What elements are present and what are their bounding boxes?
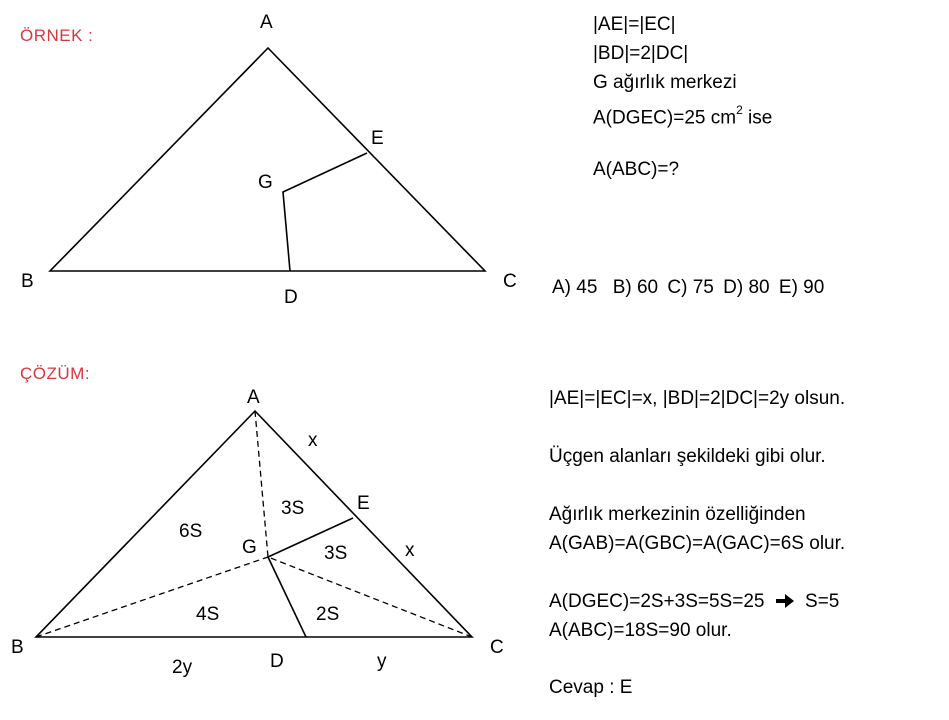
solution-step-2: Üçgen alanları şekildeki gibi olur. [549, 446, 826, 467]
example-label-g: G [258, 172, 273, 193]
example-label-d: D [284, 287, 298, 308]
segment-label-bd: 2y [172, 657, 193, 678]
area-label-aeg: 3S [281, 498, 304, 519]
example-label-c: C [503, 271, 517, 292]
example-label-a: A [260, 12, 273, 33]
given-area-exponent: 2 [736, 103, 743, 117]
dashed-line-ag [254, 410, 269, 558]
given-line-3: G ağırlık merkezi [593, 72, 737, 93]
solution-heading: ÇÖZÜM: [20, 364, 91, 383]
given-line-1: |AE|=|EC| [593, 14, 676, 35]
area-label-bdg: 4S [196, 604, 219, 625]
example-label-e: E [371, 128, 384, 149]
solution-label-g: G [242, 537, 257, 558]
segment-label-dc: y [377, 651, 387, 672]
given-area-suffix: ise [748, 107, 773, 129]
example-segment-dge [282, 152, 368, 272]
area-label-dcg: 2S [316, 604, 339, 625]
choice-e: E) 90 [778, 277, 825, 298]
solution-step-4: A(GAB)=A(GBC)=A(GAC)=6S olur. [549, 533, 846, 554]
solution-step-6: A(ABC)=18S=90 olur. [549, 620, 732, 641]
question-line: A(ABC)=? [593, 159, 680, 180]
given-line-2: |BD|=2|DC| [593, 43, 689, 64]
solution-answer: Cevap : E [549, 677, 633, 698]
choice-a: A) 45 [552, 277, 598, 298]
segment-gd [267, 556, 307, 638]
solution-figure: A B C D E G x x 2y y 6S 3S 3S 4S 2S [11, 387, 504, 678]
answer-choices: A) 45 B) 60 C) 75 D) 80 E) 90 [552, 276, 824, 300]
solution-label-e: E [357, 493, 370, 514]
solution-label-c: C [490, 637, 504, 658]
area-label-abg: 6S [179, 521, 202, 542]
solution-step-3: Ağırlık merkezinin özelliğinden [549, 504, 806, 525]
choice-c: C) 75 [667, 277, 714, 298]
segment-label-ec: x [405, 540, 415, 561]
right-arrow-icon [775, 590, 794, 614]
area-label-ecg: 3S [324, 543, 347, 564]
solution-step-1: |AE|=|EC|=x, |BD|=2|DC|=2y olsun. [549, 388, 846, 409]
example-figure: A B C D E G [21, 12, 517, 308]
given-area-prefix: A(DGEC)=25 [593, 107, 706, 129]
example-triangle-abc [48, 46, 487, 272]
dashed-line-cg [267, 556, 473, 638]
choice-b: B) 60 [612, 277, 659, 298]
solution-step-5: A(DGEC)=2S+3S=5S=25 S=5 [549, 590, 839, 614]
solution-label-b: B [11, 637, 24, 658]
solution-label-d: D [270, 651, 284, 672]
dashed-line-bg [35, 556, 269, 638]
given-area-unit: cm [710, 107, 737, 129]
solution-label-a: A [247, 387, 260, 408]
segment-ge [267, 517, 354, 558]
example-label-b: B [21, 271, 34, 292]
segment-label-ae: x [308, 430, 318, 451]
solution-triangle-abc [34, 409, 474, 638]
solution-step-5-equation: A(DGEC)=2S+3S=5S=25 [549, 591, 765, 612]
given-area-line: A(DGEC)=25 cm2 ise [593, 100, 772, 130]
example-heading: ÖRNEK : [20, 26, 94, 45]
choice-d: D) 80 [723, 277, 770, 298]
solution-step-5-result: S=5 [805, 591, 840, 612]
